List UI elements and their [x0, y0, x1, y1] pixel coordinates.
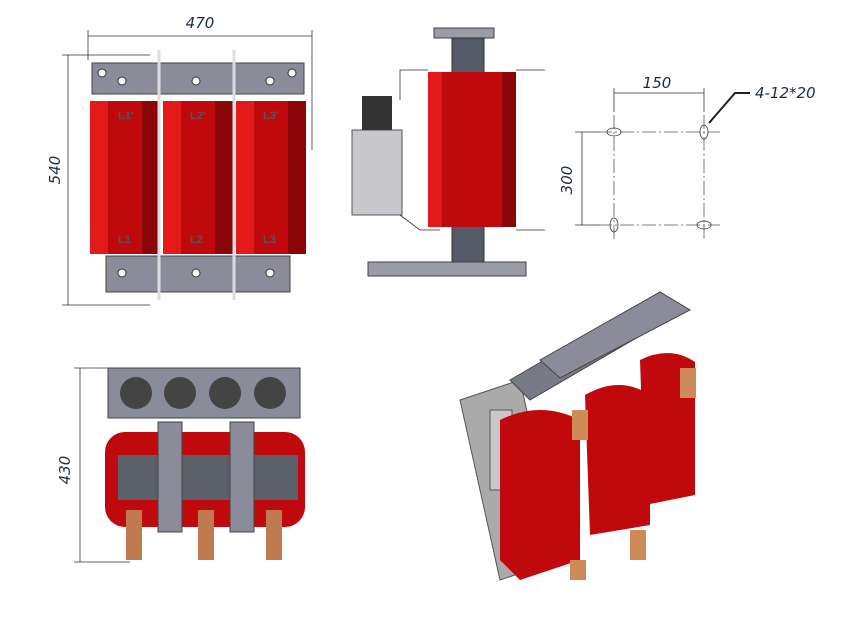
side-view: [351, 27, 545, 277]
coil-label-l1: L1: [118, 234, 131, 246]
mounting-hole-view: 150 300 4-12*20: [558, 74, 816, 240]
capacitor: [351, 129, 403, 216]
width-dimension: 470: [186, 14, 215, 32]
horizontal-dimension: 150: [643, 74, 672, 92]
coil-label-l1-top: L1': [118, 110, 134, 122]
coils: [90, 101, 306, 254]
mounting-hole: [609, 217, 619, 233]
front-view: 470 540 L1' L2' L3' L1 L2 L3: [46, 14, 313, 306]
mounting-hole: [699, 124, 709, 140]
coil-label-l3: L3: [263, 234, 276, 246]
coil-label-l2-top: L2': [190, 110, 206, 122]
vertical-dimension: 300: [558, 166, 576, 195]
height-dimension: 540: [46, 156, 64, 185]
mounting-hole: [606, 127, 622, 137]
depth-dimension: 430: [56, 456, 74, 485]
hole-spec: 4-12*20: [755, 84, 816, 102]
coil-label-l3-top: L3': [263, 110, 279, 122]
top-view: 430: [56, 367, 305, 563]
isometric-view: [459, 291, 696, 581]
coil-label-l2: L2: [190, 234, 203, 246]
mounting-hole: [696, 220, 712, 230]
side-coil: [428, 72, 516, 227]
